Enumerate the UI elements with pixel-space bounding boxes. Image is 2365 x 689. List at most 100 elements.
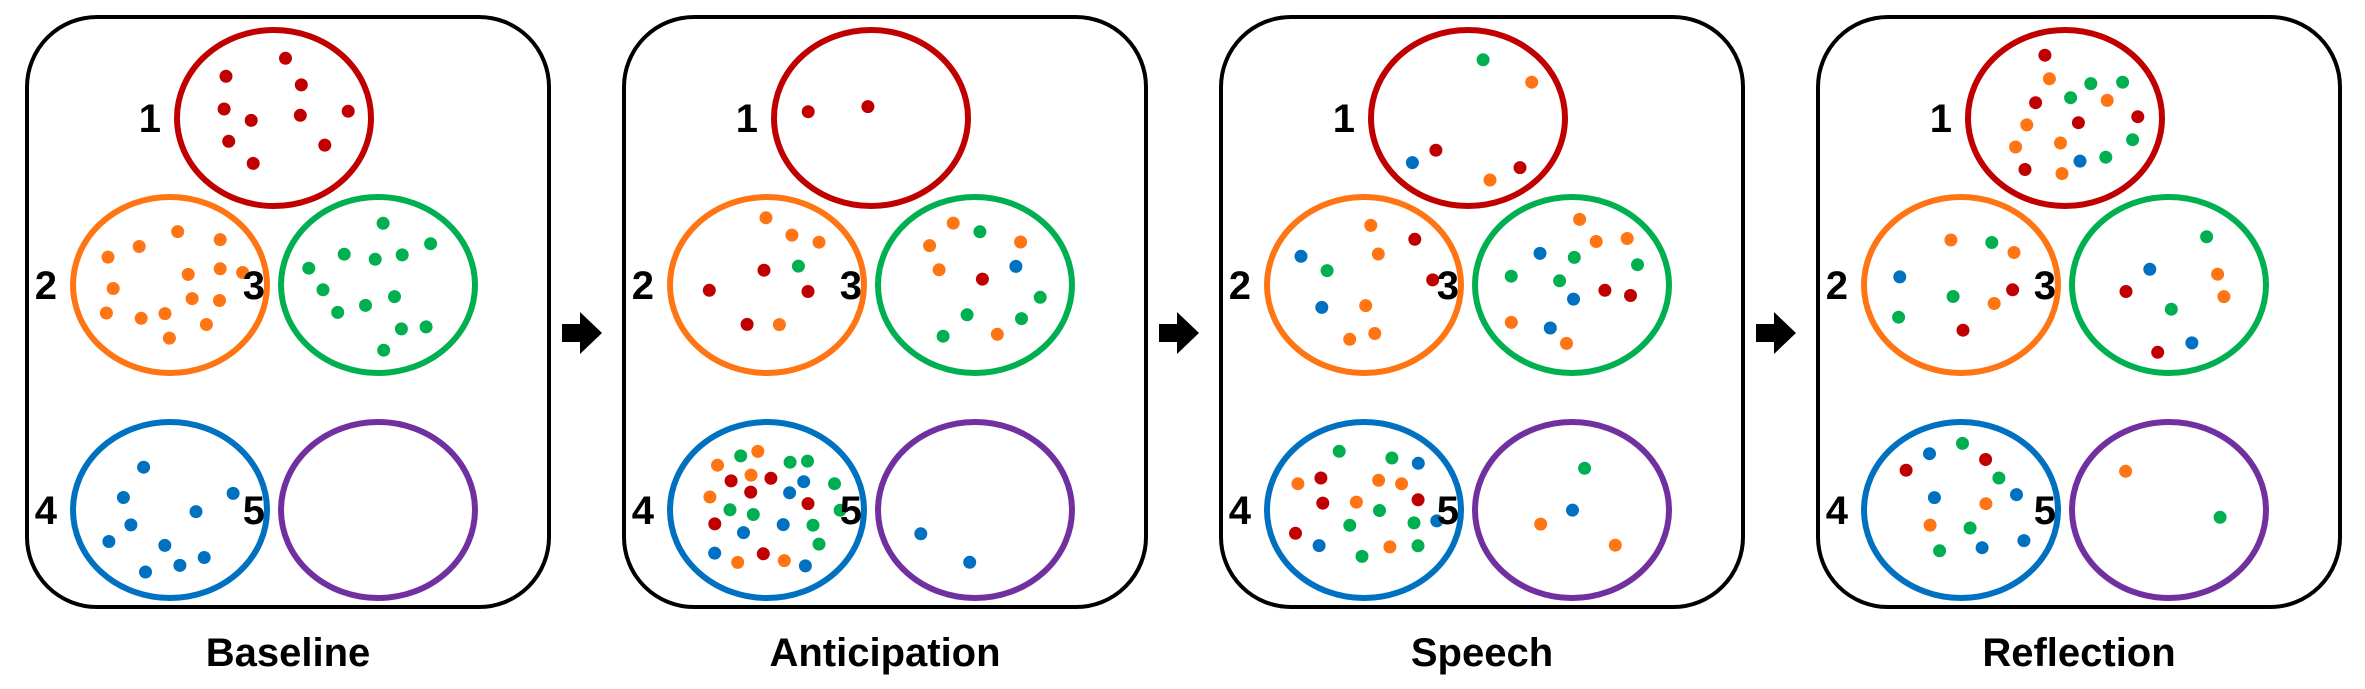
cluster-4-orange-dot [703, 490, 717, 504]
cluster-2-orange-dot [171, 225, 185, 239]
cluster-2-orange-dot [213, 294, 226, 307]
cluster-1-green-dot [2084, 77, 2098, 91]
cluster-3-orange-dot [2217, 290, 2231, 304]
cluster-2-orange-dot [1364, 218, 1378, 232]
cluster-1-red-dot [293, 108, 307, 122]
cluster-5-label: 5 [2034, 489, 2056, 533]
cluster-2-label: 2 [1826, 264, 1848, 308]
cluster-3-orange-dot [946, 216, 960, 230]
cluster-4-orange-dot [744, 468, 758, 482]
cluster-3-red-dot [1624, 289, 1637, 302]
cluster-5-green-dot [1578, 461, 1592, 475]
cluster-2-ring [667, 194, 867, 376]
cluster-1-red-dot [2018, 163, 2032, 176]
cluster-3-orange-dot [2211, 267, 2225, 281]
cluster-5-label: 5 [243, 489, 265, 533]
cluster-2-ring [70, 194, 270, 376]
cluster-2-label: 2 [35, 264, 57, 308]
stage-label-speech: Speech [1411, 631, 1553, 675]
cluster-3-green-dot [337, 247, 351, 261]
cluster-3-green-dot [1553, 274, 1567, 288]
cluster-4-green-dot [1355, 549, 1369, 563]
cluster-3-orange-dot [1560, 336, 1573, 350]
cluster-3-green-dot [368, 252, 382, 266]
cluster-2-green-dot [1985, 236, 1999, 249]
cluster-4-green-dot [1411, 539, 1425, 553]
cluster-2-orange-dot [185, 292, 199, 306]
cluster-4-ring [667, 419, 867, 601]
cluster-4-blue-dot [102, 535, 116, 548]
cluster-5-ring [875, 419, 1075, 601]
cluster-2-orange-dot [1359, 299, 1373, 313]
cluster-3-orange-dot [1573, 212, 1587, 226]
cluster-4-orange-dot [711, 458, 724, 472]
cluster-2-ring [1861, 194, 2061, 376]
cluster-3-orange-dot [1014, 235, 1028, 249]
cluster-2-orange-dot [1343, 332, 1357, 346]
cluster-4-blue-dot [116, 491, 130, 504]
cluster-2-green-dot [1946, 290, 1960, 303]
cluster-2-orange-dot [134, 311, 148, 325]
cluster-1-orange-dot [1483, 173, 1497, 187]
cluster-4-blue-dot [1923, 447, 1936, 461]
cluster-4-blue-dot [783, 486, 797, 500]
cluster-4-blue-dot [708, 546, 722, 560]
cluster-3-label: 3 [243, 264, 265, 308]
cluster-3-green-dot [394, 322, 408, 336]
cluster-4-label: 4 [1229, 489, 1252, 533]
cluster-3-red-dot [1598, 283, 1612, 297]
cluster-3-blue-dot [2143, 262, 2157, 276]
cluster-3-green-dot [1631, 258, 1644, 272]
cluster-4-red-dot [801, 497, 815, 511]
cluster-2-orange-dot [2007, 246, 2021, 259]
cluster-4-green-dot [1332, 444, 1346, 458]
cluster-4-green-dot [1373, 504, 1386, 517]
cluster-2-red-dot [1408, 232, 1422, 246]
cluster-3-orange-dot [923, 239, 937, 253]
cluster-1-label: 1 [1333, 97, 1355, 141]
cluster-1-green-dot [2126, 133, 2140, 147]
cluster-3-green-dot [2164, 302, 2178, 316]
cluster-3-green-dot [419, 320, 433, 334]
cluster-4-ring [70, 419, 270, 601]
cluster-4-green-dot [1933, 544, 1947, 558]
cluster-4-blue-dot [158, 538, 172, 552]
cluster-3-orange-dot [1620, 232, 1634, 245]
cluster-1-red-dot [279, 51, 292, 65]
cluster-2-orange-dot [213, 262, 227, 276]
cluster-1-red-dot [2029, 96, 2043, 110]
cluster-3-label: 3 [1437, 264, 1459, 308]
cluster-4-red-dot [756, 547, 770, 561]
cluster-4-green-dot [806, 518, 820, 532]
cluster-3-blue-dot [1009, 259, 1023, 273]
cluster-4-blue-dot [137, 460, 151, 474]
cluster-4-green-dot [1343, 518, 1357, 532]
cluster-2-orange-dot [1987, 297, 2001, 310]
cluster-4-green-dot [1963, 521, 1977, 535]
cluster-4-green-dot [801, 454, 814, 468]
cluster-1-ring [174, 27, 374, 209]
cluster-4-orange-dot [1923, 518, 1937, 532]
cluster-4-blue-dot [1411, 456, 1425, 470]
cluster-2-red-dot [702, 283, 716, 297]
cluster-5-blue-dot [1566, 503, 1579, 517]
cluster-3-ring [278, 194, 478, 376]
cluster-1-red-dot [2071, 116, 2085, 130]
cluster-2-blue-dot [1315, 300, 1329, 314]
cluster-4-red-dot [1314, 471, 1328, 485]
cluster-4-label: 4 [35, 489, 58, 533]
cluster-4-green-dot [812, 537, 826, 551]
stage-label-reflection: Reflection [1982, 631, 2175, 675]
cluster-4-orange-dot [1383, 540, 1397, 554]
cluster-4-label: 4 [632, 489, 655, 533]
cluster-1-red-dot [294, 78, 308, 92]
cluster-3-green-dot [936, 329, 950, 343]
cluster-1-red-dot [341, 104, 355, 118]
cluster-5-orange-dot [1608, 538, 1622, 552]
cluster-4-orange-dot [1395, 477, 1409, 491]
cluster-5-label: 5 [1437, 489, 1459, 533]
cluster-2-label: 2 [1229, 264, 1251, 308]
cluster-1-red-dot [318, 138, 332, 152]
cluster-4-blue-dot [189, 505, 203, 519]
cluster-5-orange-dot [2119, 464, 2133, 478]
